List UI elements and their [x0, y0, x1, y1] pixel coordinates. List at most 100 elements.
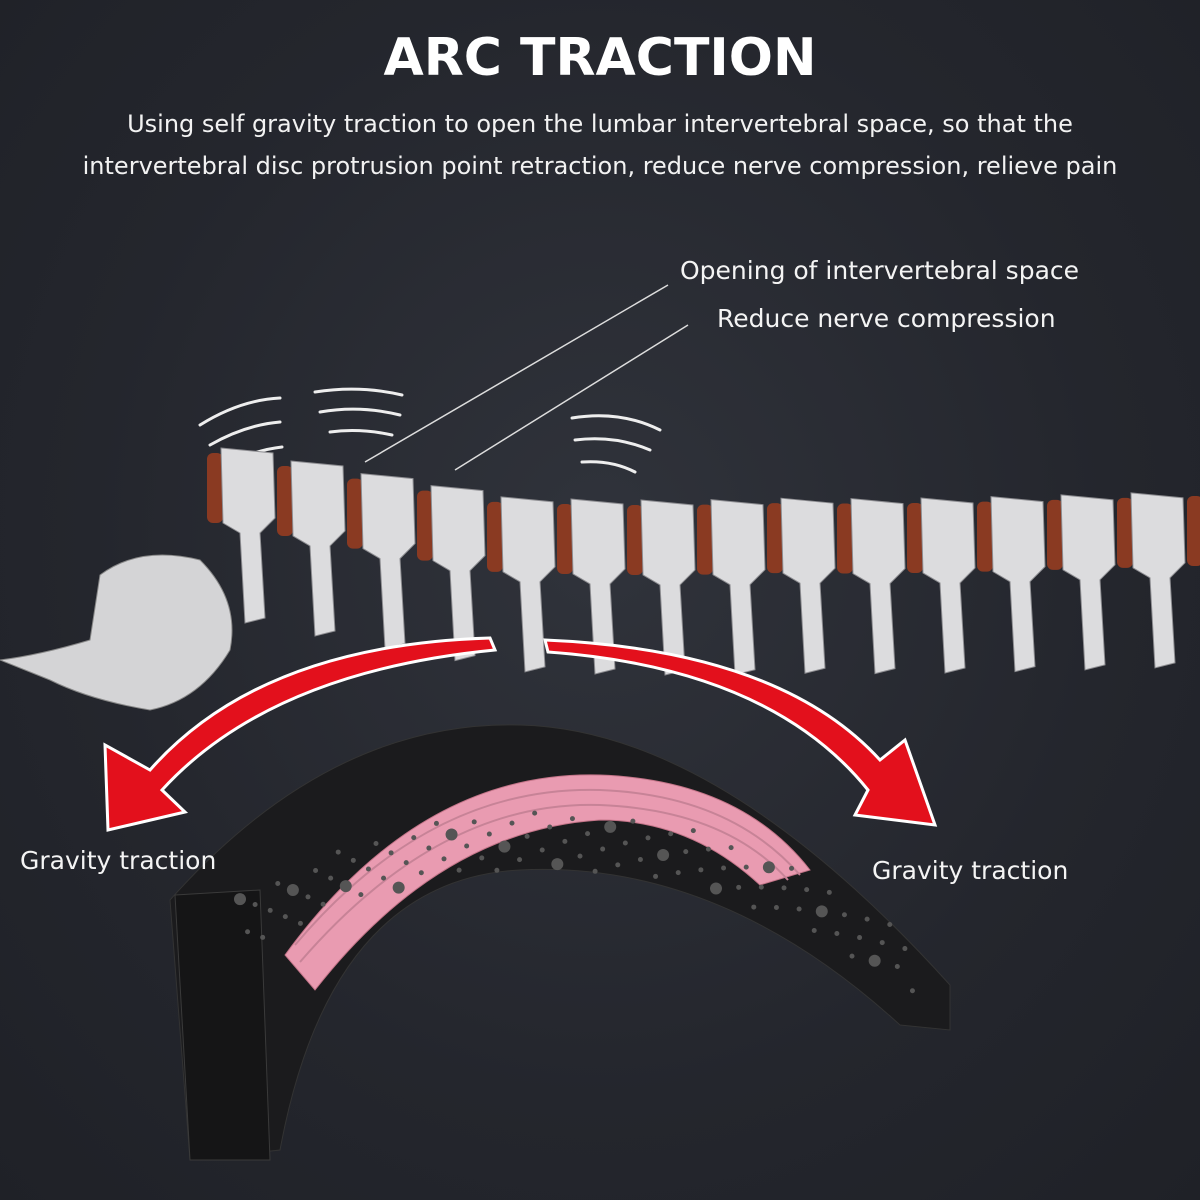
massage-point	[335, 849, 341, 855]
massage-point	[562, 838, 568, 844]
massage-point	[902, 946, 908, 952]
massage-point	[403, 860, 409, 866]
massage-point	[736, 884, 742, 890]
label-gravity-traction-left: Gravity traction	[20, 846, 217, 875]
massage-point	[539, 847, 545, 853]
massage-point	[683, 849, 689, 855]
intervertebral-disc	[697, 504, 713, 575]
massage-point	[456, 867, 462, 873]
massage-point	[705, 846, 711, 852]
callout-opening: Opening of intervertebral space	[680, 256, 1080, 285]
vertebra	[220, 447, 276, 624]
massage-point	[517, 857, 523, 863]
massage-point	[426, 845, 432, 851]
massage-point	[592, 868, 598, 874]
massage-point	[826, 889, 832, 895]
massage-point	[849, 953, 855, 959]
massage-point	[796, 906, 802, 912]
vertebra	[290, 460, 346, 637]
callout-line-opening	[364, 284, 669, 463]
massage-point	[532, 810, 538, 816]
vertebra	[780, 497, 836, 674]
massage-point	[498, 840, 511, 853]
callout-reduce: Reduce nerve compression	[717, 304, 1056, 333]
massage-point	[653, 873, 659, 879]
massage-point	[668, 831, 674, 837]
intervertebral-disc	[557, 503, 573, 574]
massage-point	[698, 867, 704, 873]
massage-point	[868, 954, 881, 967]
massage-point	[879, 940, 885, 946]
massage-point	[267, 907, 273, 913]
arrow-left-icon	[103, 636, 498, 832]
massage-point	[524, 833, 530, 839]
massage-point	[234, 893, 246, 906]
massage-point	[260, 934, 266, 940]
massage-point	[615, 862, 621, 868]
vertebra	[920, 497, 976, 674]
massage-point	[622, 840, 628, 846]
massage-point	[509, 820, 515, 826]
vertebra	[640, 499, 696, 676]
massage-point	[339, 880, 352, 893]
massage-point	[815, 905, 828, 918]
vertebra	[500, 496, 556, 673]
massage-point	[411, 835, 417, 841]
massage-point	[350, 857, 356, 863]
vertebra	[990, 496, 1046, 673]
massage-point	[758, 884, 764, 890]
vertebra	[430, 485, 486, 662]
massage-point	[547, 824, 553, 830]
spine	[0, 447, 1200, 711]
callout-line-reduce	[454, 324, 689, 471]
massage-point	[841, 912, 847, 918]
vertebra	[710, 499, 766, 676]
massage-point	[811, 927, 817, 933]
massage-point	[894, 963, 900, 969]
massage-point	[418, 870, 424, 876]
vertebra	[1060, 494, 1116, 671]
massage-point	[486, 831, 492, 837]
massage-point	[909, 988, 915, 994]
intervertebral-disc	[1047, 499, 1063, 570]
massage-point	[743, 864, 749, 870]
massage-point	[286, 883, 299, 896]
massage-point	[320, 901, 326, 907]
massage-point	[569, 816, 575, 822]
massage-point	[762, 861, 775, 874]
intervertebral-disc	[907, 502, 923, 573]
massage-point	[313, 868, 319, 874]
massage-point	[275, 880, 281, 886]
massage-point	[373, 841, 379, 846]
label-gravity-traction-right: Gravity traction	[872, 856, 1069, 885]
vertebra	[850, 498, 906, 675]
massage-point	[551, 858, 564, 871]
massage-point	[479, 855, 485, 861]
massage-point	[252, 902, 258, 908]
massage-point	[577, 853, 583, 859]
massage-point	[721, 865, 727, 871]
arrow-right-icon	[543, 638, 938, 827]
massage-point	[282, 914, 288, 920]
massage-point	[690, 828, 696, 834]
massage-point	[604, 820, 617, 833]
massage-point	[433, 820, 439, 826]
intervertebral-disc	[347, 478, 363, 549]
massage-point	[441, 856, 447, 862]
subtitle-line-1: Using self gravity traction to open the …	[127, 110, 1073, 138]
pelvis	[0, 554, 233, 711]
massage-point	[864, 916, 870, 922]
massage-point	[773, 905, 779, 911]
massage-point	[804, 887, 810, 893]
massage-point	[887, 921, 893, 927]
massage-point	[834, 931, 840, 937]
massage-point	[494, 867, 500, 873]
intervertebral-disc	[207, 453, 223, 523]
massage-point	[445, 828, 458, 841]
massage-point	[464, 843, 470, 849]
massage-point	[381, 875, 387, 881]
massage-point	[471, 819, 477, 825]
vertebra	[360, 473, 416, 650]
intervertebral-disc	[487, 501, 503, 572]
